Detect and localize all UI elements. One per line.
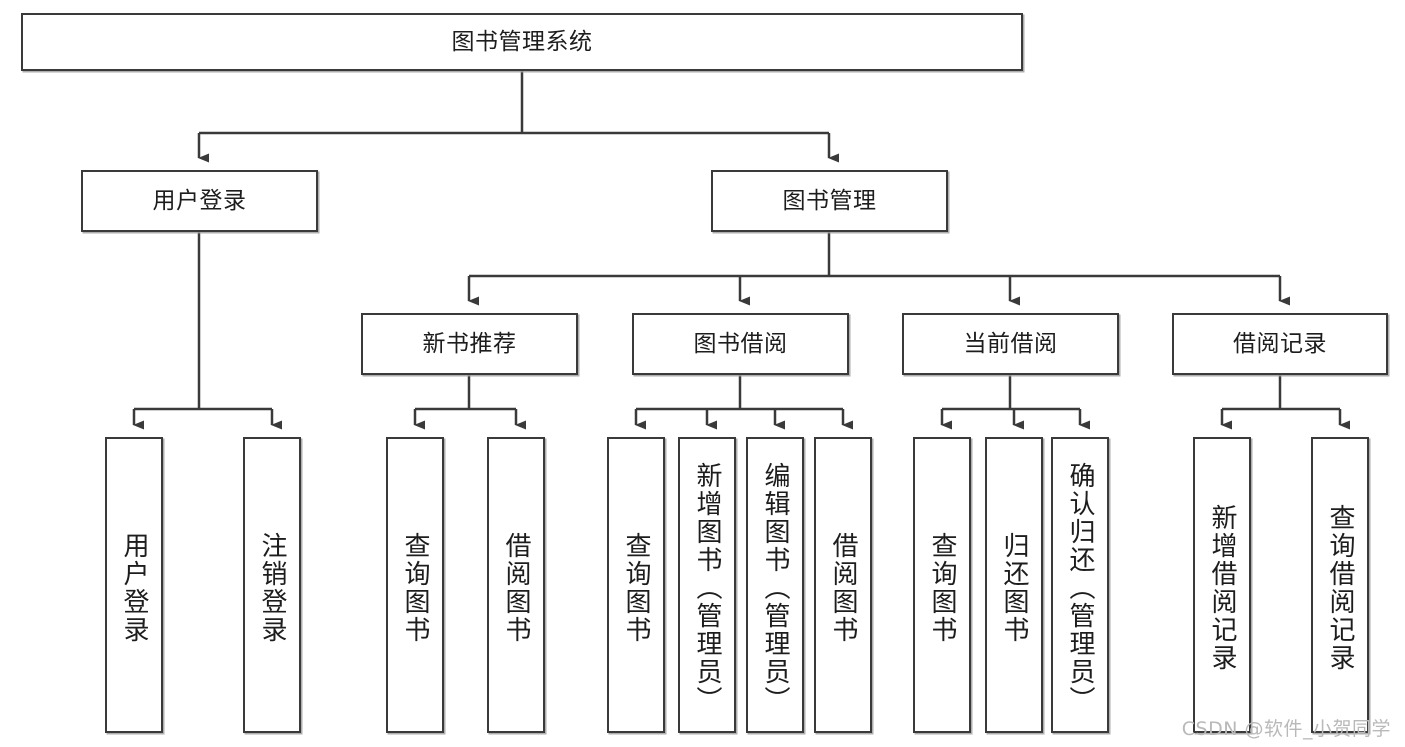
node-label: 新增图书（管理员）: [692, 462, 722, 714]
node-book-manage[interactable]: 图书管理: [711, 170, 948, 232]
node-label: 编辑图书（管理员）: [760, 462, 790, 714]
node-label: 归还图书: [999, 532, 1029, 644]
node-label: 图书管理: [782, 187, 877, 214]
node-leaf-confirm-return[interactable]: 确认归还（管理员）: [1051, 437, 1109, 733]
node-new-book-rec[interactable]: 新书推荐: [361, 313, 578, 375]
node-current-borrow[interactable]: 当前借阅: [902, 313, 1119, 375]
node-label: 新书推荐: [422, 330, 517, 357]
node-label: 新增借阅记录: [1207, 504, 1237, 672]
node-label: 图书借阅: [693, 330, 788, 357]
node-leaf-user-login[interactable]: 用户登录: [105, 437, 163, 733]
node-leaf-query-book-3[interactable]: 查询图书: [913, 437, 971, 733]
node-borrow-record[interactable]: 借阅记录: [1172, 313, 1388, 375]
node-label: 借阅图书: [828, 532, 858, 644]
node-label: 借阅图书: [501, 532, 531, 644]
node-label: 查询图书: [400, 532, 430, 644]
node-leaf-edit-book[interactable]: 编辑图书（管理员）: [746, 437, 804, 733]
node-label: 注销登录: [257, 532, 287, 644]
node-leaf-query-book-2[interactable]: 查询图书: [607, 437, 665, 733]
node-label: 查询借阅记录: [1325, 504, 1355, 672]
node-label: 借阅记录: [1233, 330, 1327, 357]
node-leaf-borrow-book-1[interactable]: 借阅图书: [487, 437, 545, 733]
node-leaf-query-book-1[interactable]: 查询图书: [386, 437, 444, 733]
node-label: 查询图书: [927, 532, 957, 644]
node-label: 当前借阅: [963, 330, 1058, 357]
node-leaf-add-book[interactable]: 新增图书（管理员）: [678, 437, 736, 733]
node-leaf-return-book[interactable]: 归还图书: [985, 437, 1043, 733]
node-leaf-logout[interactable]: 注销登录: [243, 437, 301, 733]
node-leaf-add-record[interactable]: 新增借阅记录: [1193, 437, 1251, 733]
node-label: 查询图书: [621, 532, 651, 644]
node-root[interactable]: 图书管理系统: [21, 13, 1023, 71]
node-book-borrow[interactable]: 图书借阅: [632, 313, 849, 375]
node-leaf-borrow-book-2[interactable]: 借阅图书: [814, 437, 872, 733]
node-label: 用户登录: [119, 532, 149, 644]
node-user-login[interactable]: 用户登录: [81, 170, 318, 232]
node-leaf-query-record[interactable]: 查询借阅记录: [1311, 437, 1369, 733]
node-label: 图书管理系统: [451, 28, 593, 55]
node-label: 确认归还（管理员）: [1065, 462, 1095, 714]
node-label: 用户登录: [152, 187, 247, 214]
